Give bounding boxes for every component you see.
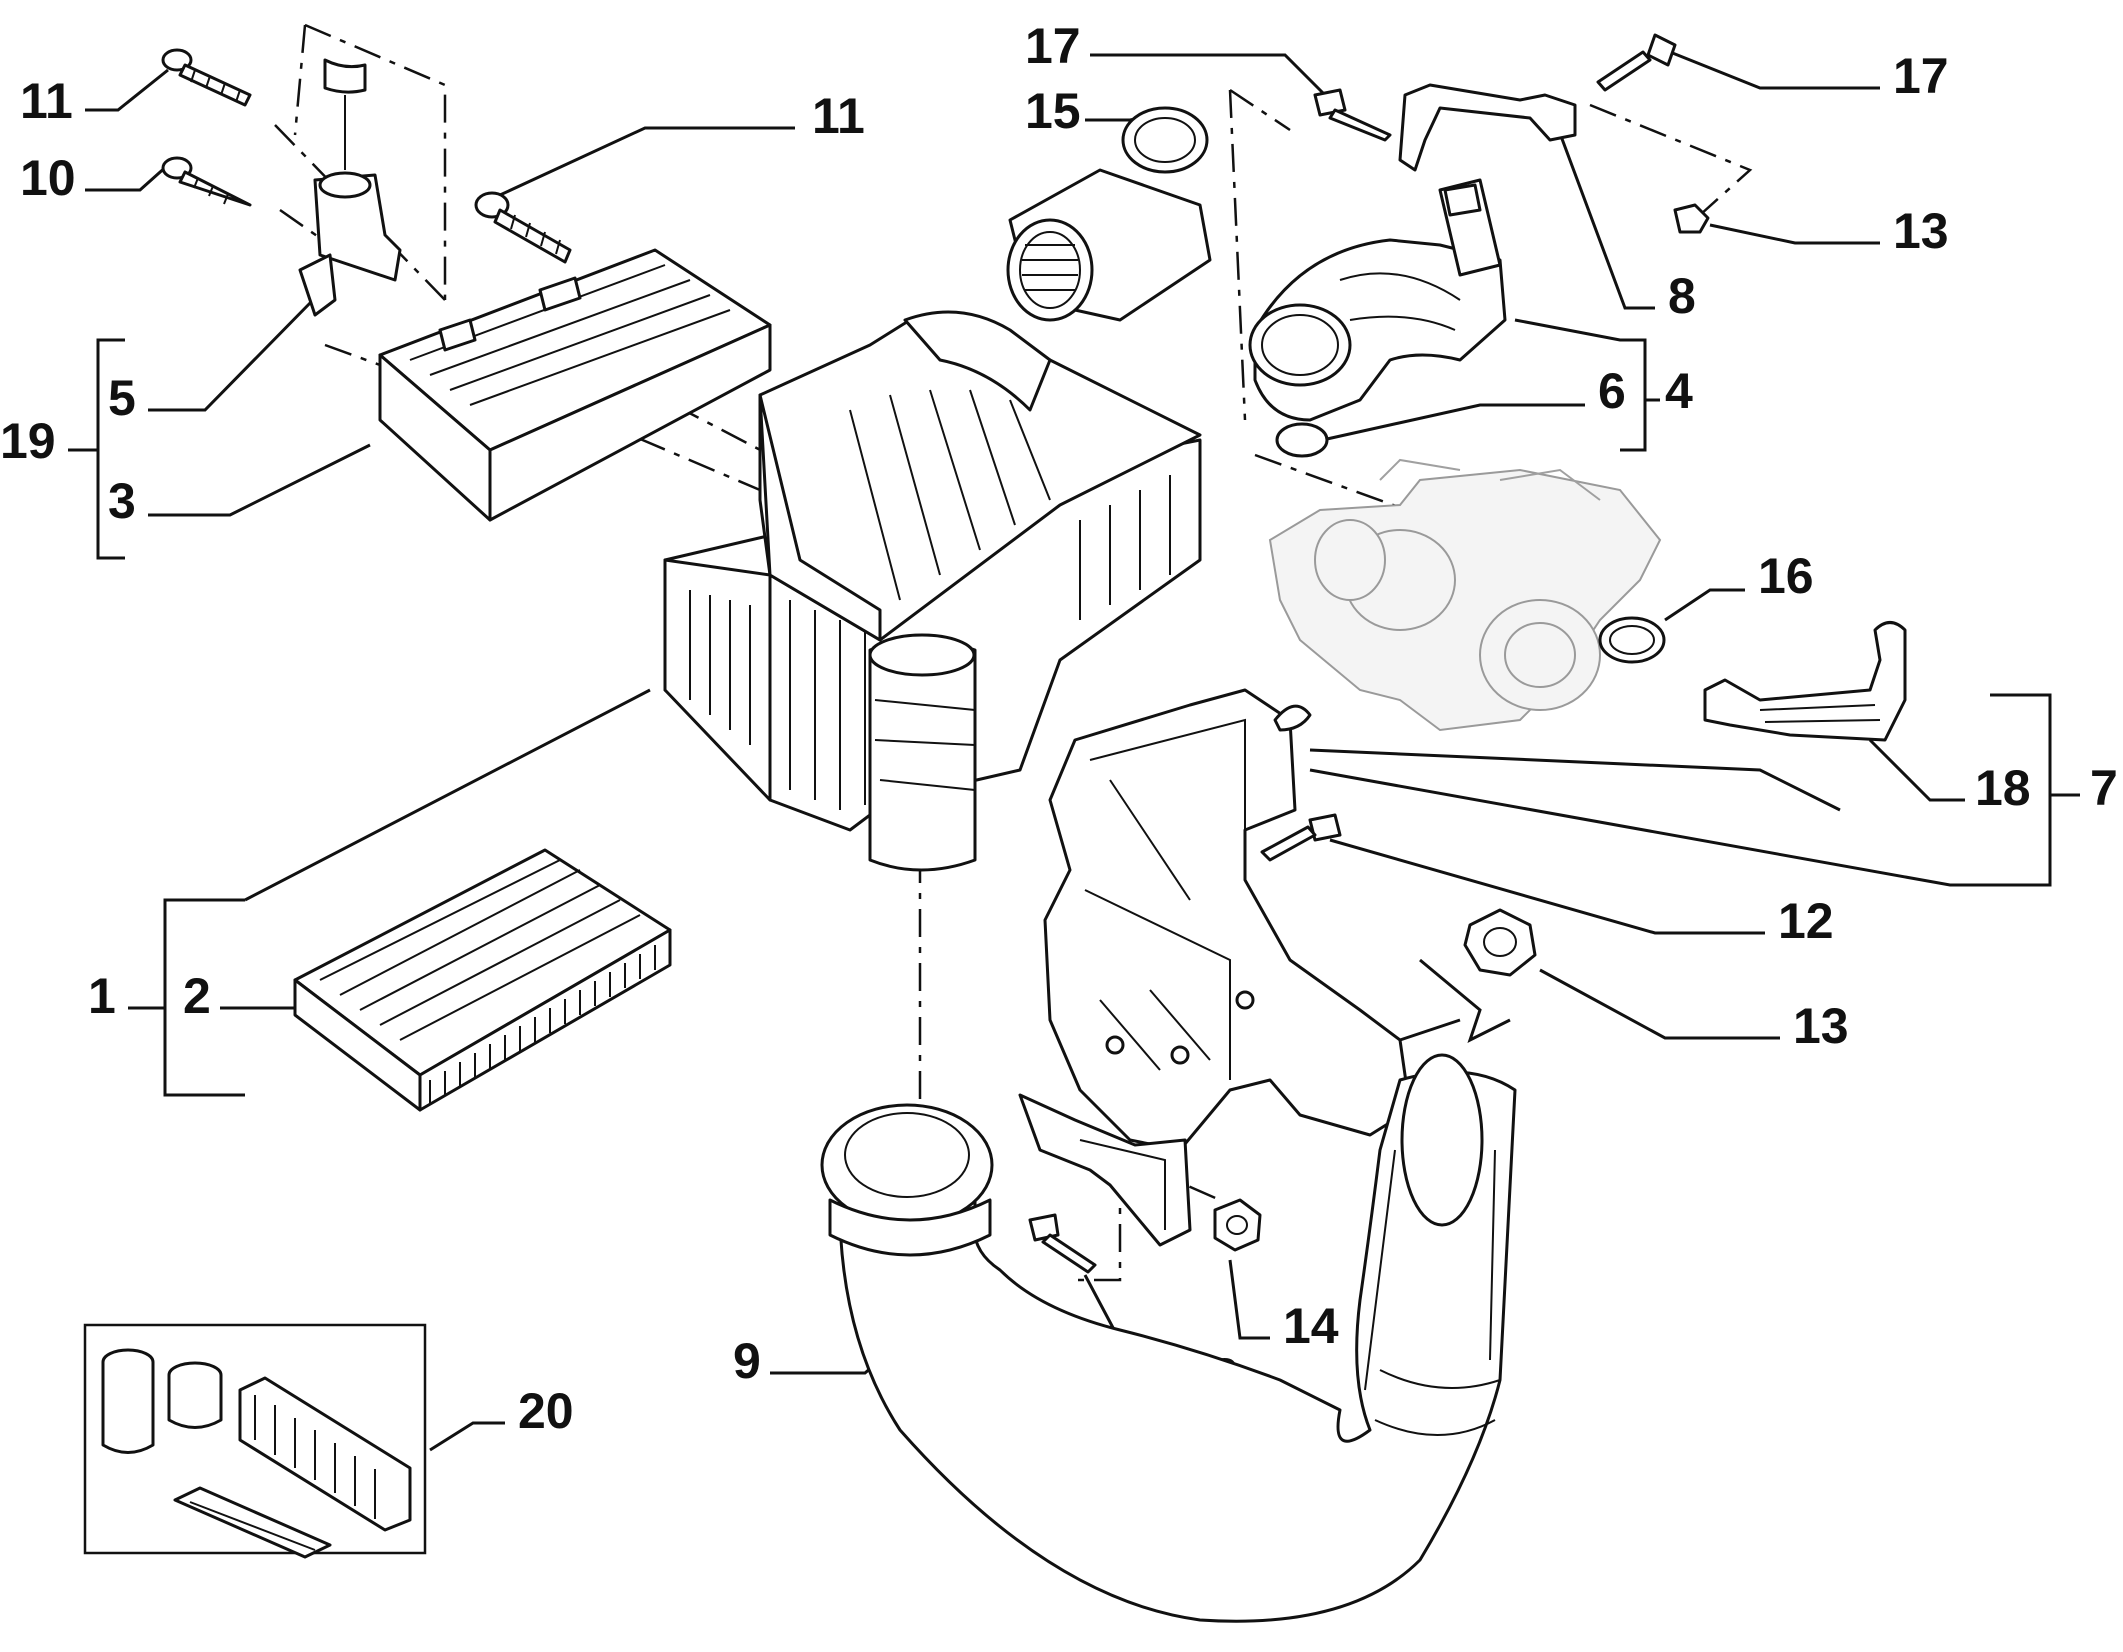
leader-4-bracket [1514, 318, 1660, 452]
label-13-right: 13 [1793, 998, 1849, 1054]
air-duct-bracket-7 [1043, 688, 1412, 1152]
leader-17-right [1664, 48, 1880, 90]
callout-labels: 11 10 19 5 3 11 17 15 17 13 8 6 4 16 18 … [0, 18, 2118, 1439]
intake-pipe-9 [820, 1053, 1517, 1623]
label-14: 14 [1283, 1298, 1339, 1354]
leader-3 [148, 443, 371, 517]
screw-10 [161, 156, 252, 207]
label-13-top: 13 [1893, 203, 1949, 259]
label-7: 7 [2090, 760, 2118, 816]
label-18: 18 [1975, 760, 2031, 816]
label-17-right: 17 [1893, 48, 1949, 104]
screw-11-left [161, 48, 252, 107]
service-kit-inset-20 [83, 1323, 427, 1559]
nut-14 [1213, 1198, 1262, 1252]
leader-10 [85, 163, 169, 192]
leader-17-left [1090, 53, 1327, 97]
intake-hose-4 [1248, 178, 1507, 422]
leader-16 [1664, 588, 1745, 622]
screw-11-top [474, 191, 572, 264]
bracket-8 [1398, 83, 1577, 172]
bolt-12-right [1260, 813, 1342, 862]
filter-element-2 [293, 848, 672, 1112]
label-3: 3 [108, 473, 136, 529]
air-filter-housing [663, 310, 1202, 872]
label-11-top: 11 [812, 88, 865, 144]
leader-6 [1299, 403, 1585, 447]
clamp-16 [1598, 616, 1666, 664]
leader-11-top [499, 126, 795, 197]
leader-12-right [1329, 838, 1765, 935]
label-6: 6 [1598, 363, 1626, 419]
leader-7-bracket [1309, 693, 2080, 887]
maf-sensor-15 [1006, 106, 1212, 322]
leader-9 [770, 1358, 881, 1375]
leader-5 [148, 298, 315, 412]
label-12-right: 12 [1778, 893, 1834, 949]
leader-18 [1868, 738, 1965, 802]
label-15: 15 [1025, 83, 1081, 139]
leader-11-left [85, 68, 169, 112]
bracket-18 [1703, 621, 1907, 742]
label-4: 4 [1665, 363, 1693, 419]
leader-13-top [1709, 223, 1880, 245]
misc-lines [1399, 958, 1511, 1043]
leader-19-bracket [68, 338, 125, 560]
label-16: 16 [1758, 548, 1814, 604]
label-19: 19 [0, 413, 56, 469]
leader-20 [429, 1421, 505, 1452]
label-17-left: 17 [1025, 18, 1081, 74]
nut-13-right [1463, 908, 1537, 977]
leader-1-bracket [128, 688, 651, 1097]
mount-bracket-lower [1018, 1093, 1192, 1247]
label-9: 9 [733, 1333, 761, 1389]
label-1: 1 [88, 968, 116, 1024]
control-module-3 [378, 248, 772, 522]
leader-7-extra [1309, 748, 1841, 812]
label-5: 5 [108, 370, 136, 426]
bolt-17-left [1313, 88, 1392, 142]
sensor-5 [298, 58, 402, 317]
nut-13-top [1673, 203, 1710, 234]
bolt-12-bottom [1028, 1213, 1097, 1274]
label-20: 20 [518, 1383, 574, 1439]
leader-14 [1228, 1259, 1270, 1340]
bolt-17-right [1596, 33, 1677, 92]
turbocharger-reference [1268, 458, 1662, 732]
o-ring-6 [1275, 422, 1329, 458]
label-8: 8 [1668, 268, 1696, 324]
leader-lines [68, 48, 2080, 1452]
leader-8 [1553, 119, 1655, 310]
leader-13-right [1539, 968, 1780, 1040]
label-11-top-left: 11 [20, 73, 73, 129]
label-10: 10 [20, 150, 76, 206]
label-2: 2 [183, 968, 211, 1024]
